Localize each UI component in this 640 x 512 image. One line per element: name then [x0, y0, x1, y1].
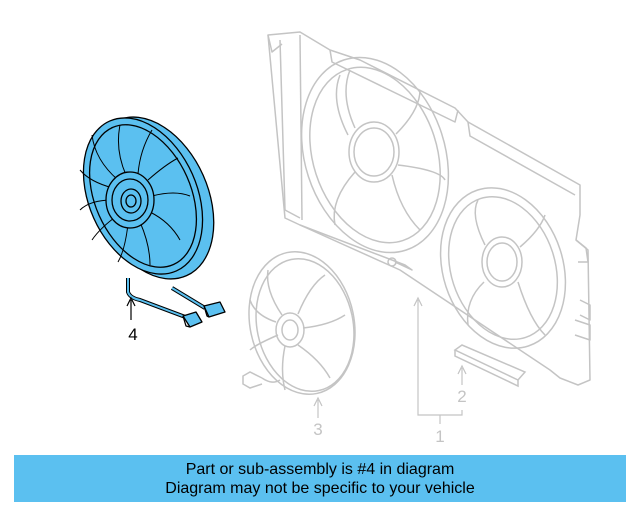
callout-2: 2 [457, 387, 466, 406]
callout-3: 3 [313, 420, 322, 439]
banner-line-2: Diagram may not be specific to your vehi… [165, 480, 475, 497]
callout-1: 1 [435, 427, 444, 446]
fan-shroud-part-1 [267, 31, 591, 386]
banner-line-1: Part or sub-assembly is #4 in diagram [185, 461, 455, 478]
fan-assembly-part-4 [79, 116, 226, 328]
leader-lines [126, 296, 467, 424]
small-fan-part-3 [242, 250, 356, 396]
callout-4: 4 [128, 325, 137, 344]
seal-strip-part-2 [453, 344, 527, 388]
parts-diagram: 4 3 2 1 [79, 31, 591, 446]
info-banner: Part or sub-assembly is #4 in diagram Di… [14, 455, 626, 502]
